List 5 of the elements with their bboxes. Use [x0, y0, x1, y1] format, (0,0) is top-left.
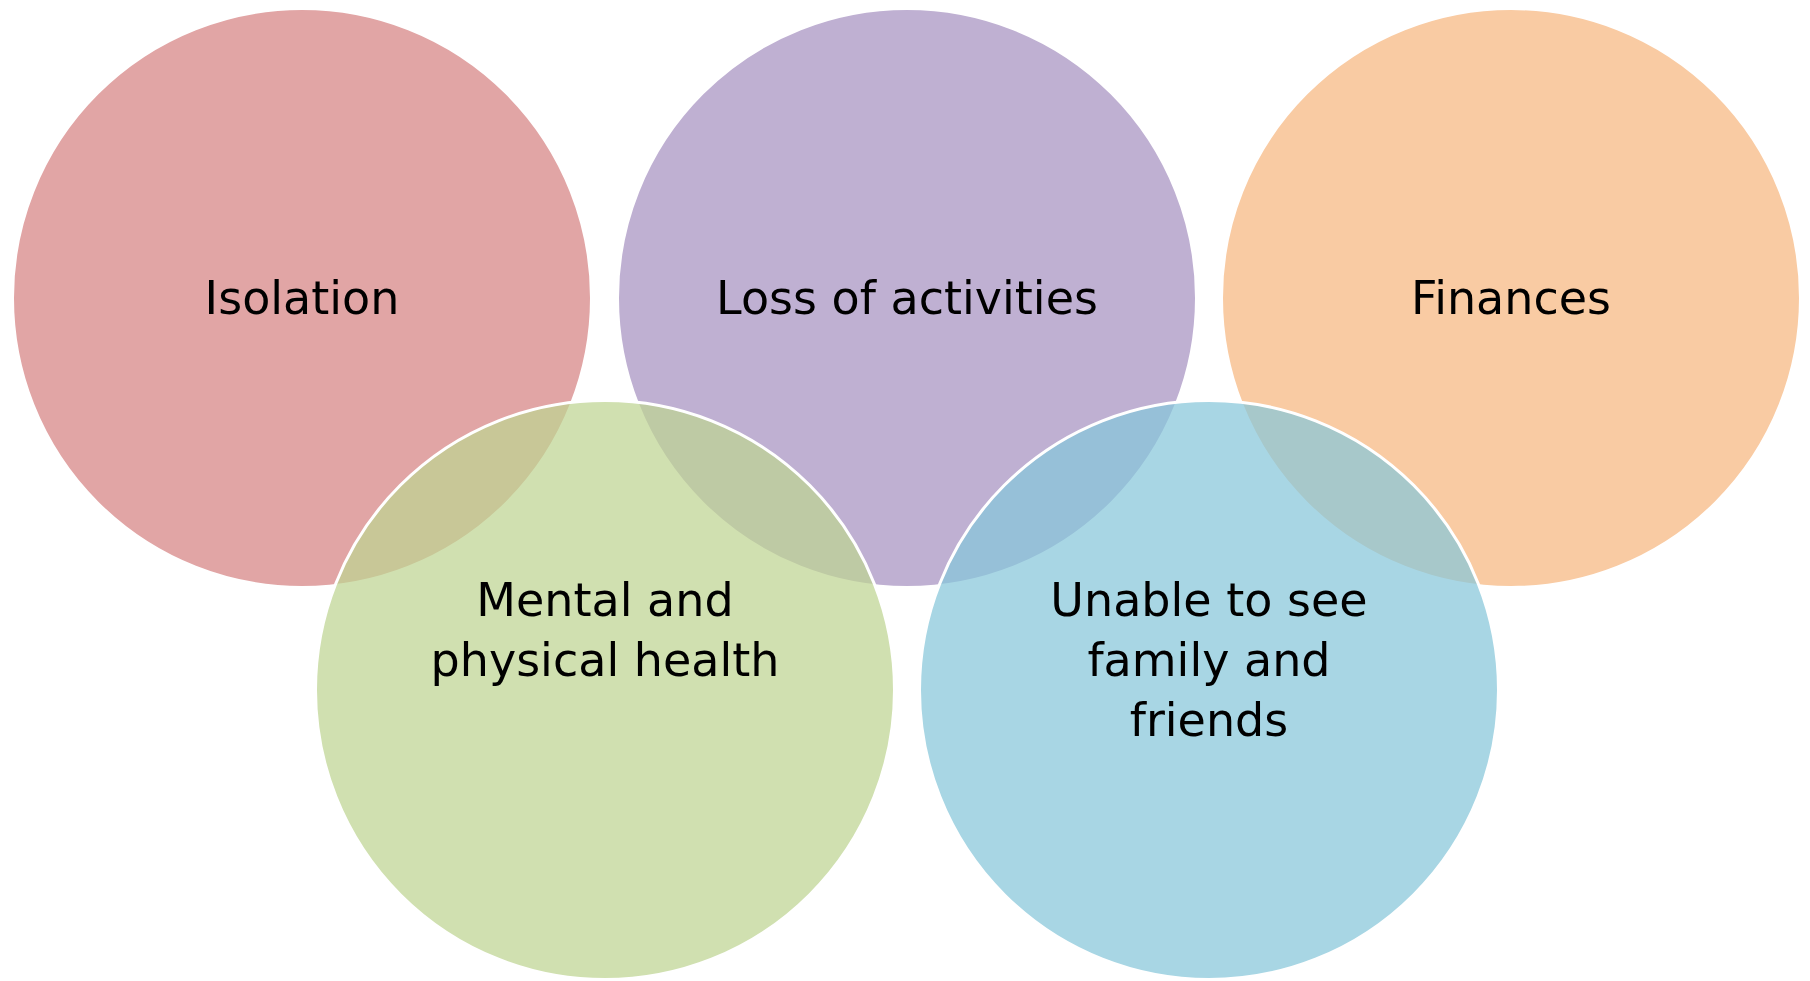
circle-label: Finances [1411, 270, 1611, 327]
circle-label: Unable to see family and friends [1049, 572, 1369, 749]
circle-label: Isolation [204, 270, 400, 327]
circle-label: Mental and physical health [429, 572, 781, 689]
circle-label: Loss of activities [716, 270, 1098, 327]
